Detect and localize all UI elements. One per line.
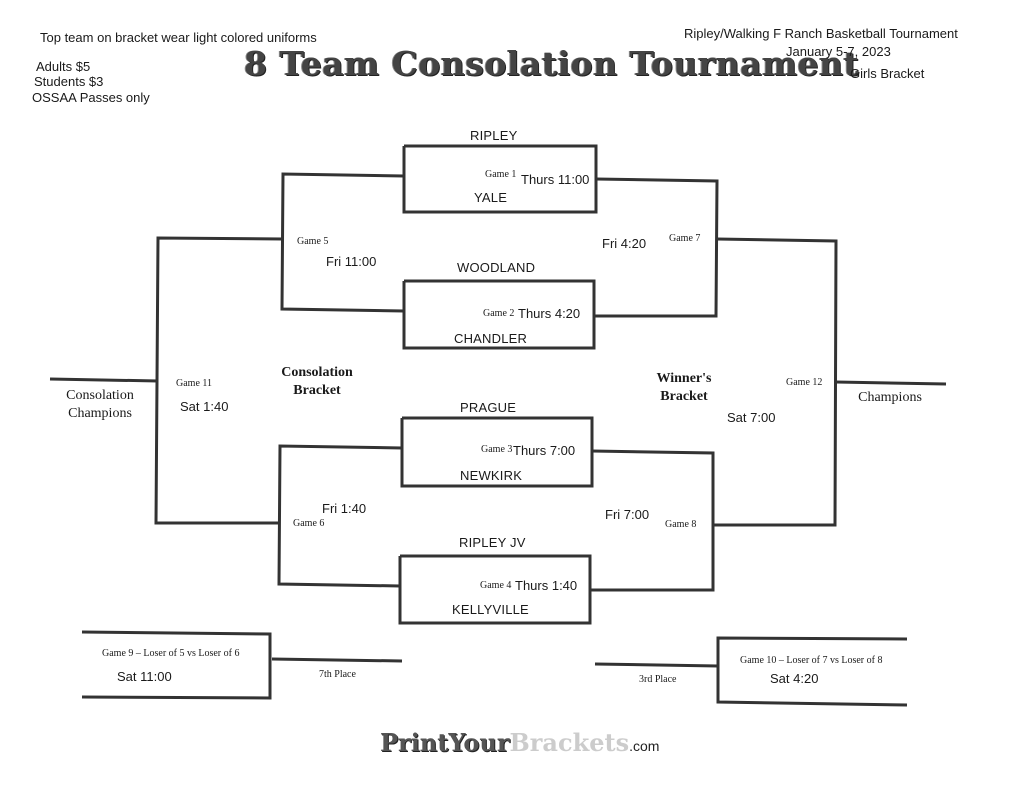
winners-bracket-label: Winner's Bracket [641, 370, 727, 406]
champions-label: Champions [858, 390, 922, 405]
event-dates: January 5-7, 2023 [786, 44, 891, 59]
game4-time: Thurs 1:40 [515, 578, 578, 593]
game10-box [716, 636, 908, 707]
third-place-line [594, 662, 719, 668]
game12-label: Game 12 [786, 377, 823, 388]
game1-box [402, 144, 598, 214]
winners-bracket-line2: Bracket [660, 389, 708, 404]
game3-box [400, 416, 594, 488]
game12-time: Sat 7:00 [727, 410, 776, 425]
event-name: Ripley/Walking F Ranch Basketball Tourna… [684, 26, 958, 41]
game8-label: Game 8 [665, 519, 697, 530]
bracket-type: Girls Bracket [850, 66, 925, 81]
game7-time: Fri 4:20 [602, 236, 647, 251]
game5-time: Fri 11:00 [326, 254, 377, 269]
consolation-bracket-line1: Consolation [281, 365, 353, 380]
team-kellyville: KELLYVILLE [452, 602, 529, 617]
game9-time: Sat 11:00 [117, 669, 172, 684]
champion-line [835, 380, 947, 386]
game8-time: Fri 7:00 [605, 507, 650, 522]
game2-label: Game 2 [483, 308, 515, 319]
game3-label: Game 3 [481, 444, 513, 455]
game5-bracket [280, 172, 405, 313]
team-ripley: RIPLEY [470, 128, 518, 143]
winners-bracket-line1: Winner's [656, 371, 712, 386]
team-prague: PRAGUE [460, 400, 517, 415]
game3-time: Thurs 7:00 [513, 443, 576, 458]
price-adults: Adults $5 [36, 59, 91, 74]
team-woodland: WOODLAND [457, 260, 536, 275]
price-passes: OSSAA Passes only [32, 90, 150, 105]
printyourbrackets-logo: PrintYourBrackets.com [380, 728, 659, 757]
team-chandler: CHANDLER [454, 331, 528, 346]
seventh-place-line [271, 657, 403, 663]
game9-box [81, 630, 272, 700]
consolation-champions-label: Consolation Champions [55, 387, 145, 423]
logo-part1: PrintYour [380, 728, 510, 757]
consolation-bracket-line2: Bracket [293, 383, 341, 398]
game4-label: Game 4 [480, 580, 512, 591]
price-students: Students $3 [34, 74, 104, 89]
game2-box [402, 279, 596, 350]
game6-time: Fri 1:40 [322, 501, 367, 516]
game2-time: Thurs 4:20 [518, 306, 581, 321]
game5-label: Game 5 [297, 236, 329, 247]
consolation-champion-line [49, 377, 159, 383]
team-yale: YALE [474, 190, 508, 205]
game6-label: Game 6 [293, 518, 325, 529]
game11-label: Game 11 [176, 378, 213, 389]
game10-label: Game 10 – Loser of 7 vs Loser of 8 [740, 655, 883, 666]
game12-bracket [713, 237, 838, 527]
game8-bracket [590, 449, 715, 592]
game11-time: Sat 1:40 [180, 399, 229, 414]
page-title: 8 Team Consolation Tournament [244, 44, 860, 83]
game1-label: Game 1 [485, 169, 517, 180]
logo-suffix: .com [629, 738, 660, 754]
consolation-champions-line2: Champions [68, 406, 132, 421]
game9-label: Game 9 – Loser of 5 vs Loser of 6 [102, 648, 240, 659]
game7-bracket [594, 177, 719, 318]
game7-label: Game 7 [669, 233, 701, 244]
logo-part2: Brackets [509, 728, 630, 757]
consolation-champions-line1: Consolation [66, 388, 134, 403]
third-place-label: 3rd Place [639, 674, 677, 685]
consolation-bracket-label: Consolation Bracket [272, 364, 362, 400]
seventh-place-label: 7th Place [319, 669, 356, 680]
team-newkirk: NEWKIRK [460, 468, 523, 483]
game4-box [398, 554, 592, 625]
team-ripley-jv: RIPLEY JV [459, 535, 526, 550]
game10-time: Sat 4:20 [770, 671, 819, 686]
game1-time: Thurs 11:00 [521, 172, 590, 187]
uniform-note: Top team on bracket wear light colored u… [40, 30, 317, 45]
game6-bracket [277, 444, 403, 588]
